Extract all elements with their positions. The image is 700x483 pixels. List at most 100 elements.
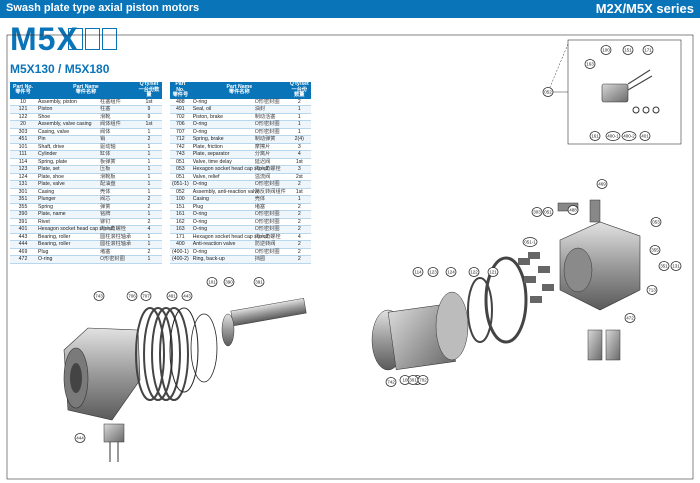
part-no-cell: 400 (170, 240, 191, 249)
svg-text:443: 443 (183, 293, 191, 298)
svg-text:051-1: 051-1 (524, 239, 536, 244)
qty-cell: 1 (287, 128, 311, 136)
qty-cell: 1 (136, 233, 162, 241)
svg-text:743: 743 (95, 293, 103, 298)
part-no-cell: 488 (170, 98, 191, 106)
anti-reaction-valve (601, 69, 660, 114)
qty-cell: 1 (287, 105, 311, 114)
model-variants: M5X130 / M5X180 (10, 62, 110, 76)
model-name: M5X (10, 21, 79, 57)
part-no-cell: 469 (10, 248, 36, 256)
part-no-cell: 742 (170, 143, 191, 151)
part-no-cell: (400-1) (170, 248, 191, 256)
callout-444: 444 (74, 433, 86, 443)
header-title: Swash plate type axial piston motors (6, 2, 200, 14)
part-no-cell: (051-1) (170, 180, 191, 189)
callout-123: 123 (427, 267, 439, 277)
part-no-cell: 151 (170, 203, 191, 211)
callout-400-2: 400-2 (621, 131, 637, 141)
qty-cell: 1 (136, 158, 162, 166)
callout-051-1: 051-1 (522, 237, 538, 247)
diagram-frame (6, 34, 694, 480)
part-no-cell: 355 (10, 203, 36, 211)
qty-cell: 2 (136, 195, 162, 204)
part-name-cell: Hexagon socket head cap screw内六角螺栓 (36, 225, 136, 234)
qty-cell: 1 (136, 188, 162, 196)
svg-text:742: 742 (387, 379, 395, 384)
part-no-cell: 743 (170, 150, 191, 159)
qty-cell: 1 (136, 173, 162, 181)
svg-text:400-1: 400-1 (607, 133, 619, 138)
callout-401: 401 (639, 131, 651, 141)
svg-text:469: 469 (598, 181, 606, 186)
qty-cell: 4 (136, 225, 162, 234)
callout-390: 390 (223, 277, 235, 287)
qty-cell: 1st (287, 158, 311, 166)
callout-171: 171 (642, 45, 654, 55)
callout-443: 443 (181, 291, 193, 301)
relief-valves (587, 329, 621, 361)
callout-052: 052 (542, 87, 554, 97)
callout-131: 131 (670, 261, 682, 271)
qty-cell: 2 (287, 180, 311, 189)
callout-391: 391 (253, 277, 265, 287)
part-name-cell: Assembly, anti-reaction valve防反转阀组件 (190, 188, 288, 196)
part-no-cell: 401 (10, 225, 36, 234)
callout-124: 124 (445, 267, 457, 277)
qty-cell: 1 (136, 143, 162, 151)
part-no-cell: 111 (10, 150, 36, 159)
svg-text:171: 171 (644, 47, 652, 52)
qty-cell: 2 (136, 218, 162, 226)
callout-301: 301 (407, 375, 419, 385)
part-no-cell: (400-2) (170, 255, 191, 264)
svg-text:488: 488 (569, 207, 577, 212)
callout-161: 161 (589, 131, 601, 141)
callout-101: 101 (206, 277, 218, 287)
qty-cell: 2 (287, 248, 311, 256)
qty-cell: 1 (136, 240, 162, 249)
callout-151: 151 (622, 45, 634, 55)
qty-cell: 2 (287, 255, 311, 264)
svg-text:391: 391 (255, 279, 263, 284)
svg-text:472: 472 (626, 315, 634, 320)
qty-cell: 1 (287, 120, 311, 129)
